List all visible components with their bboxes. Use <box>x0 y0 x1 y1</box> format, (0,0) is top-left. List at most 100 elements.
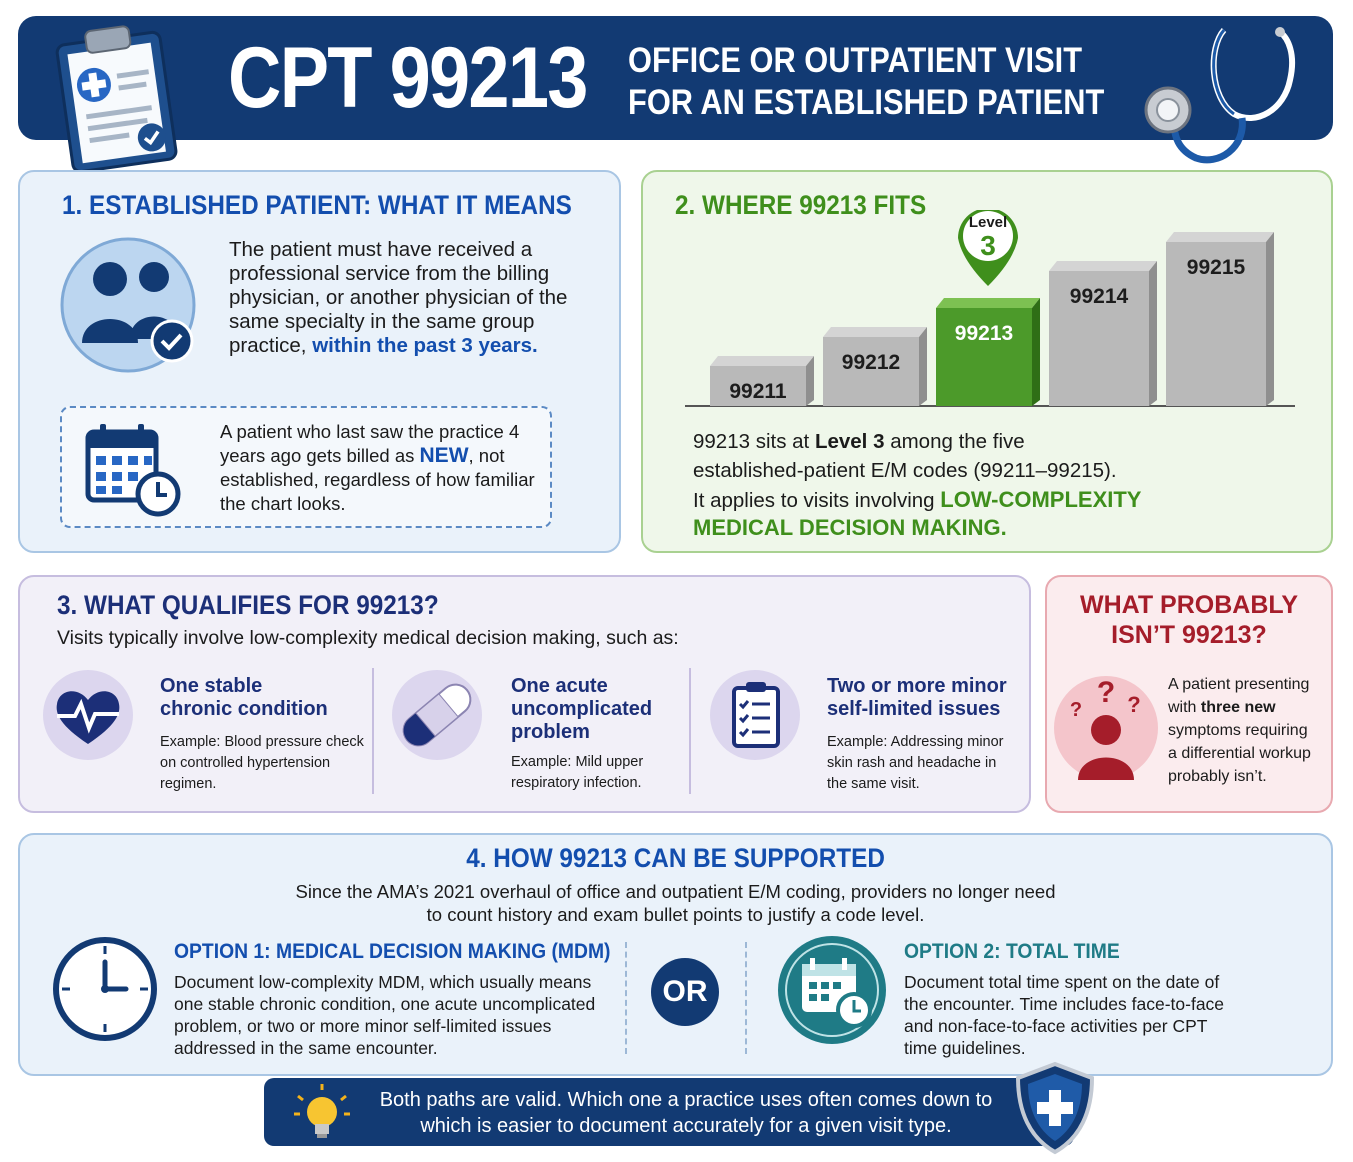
not-99213-title: WHAT PROBABLY ISN’T 99213? <box>1045 590 1333 650</box>
qualifier-title: One stable chronic condition <box>160 675 328 721</box>
qualifier-title: Two or more minor self-limited issues <box>827 675 1007 721</box>
not-99213-text: A patient presenting with three new symp… <box>1168 673 1311 788</box>
note-text: , not established, regardless of how fam… <box>220 445 535 514</box>
calendar-clock-icon <box>85 424 181 517</box>
qualifier-title-line: chronic condition <box>160 698 328 720</box>
bar-top <box>1049 261 1157 271</box>
bar-top <box>710 356 814 366</box>
qualifier-title-line: uncomplicated <box>511 698 653 720</box>
option-1-body: Document low-complexity MDM, which usual… <box>174 971 595 1059</box>
example-line: the same visit. <box>827 776 920 792</box>
confused-patient-icon: ? ? ? <box>1054 676 1158 780</box>
example-line: Example: Addressing minor <box>827 734 1004 750</box>
mdm-emphasis: MEDICAL DECISION MAKING. <box>693 515 1007 540</box>
bar-side <box>806 356 814 406</box>
section-4-title-wrap: 4. HOW 99213 CAN BE SUPPORTED <box>18 843 1333 874</box>
text-line: symptoms requiring <box>1168 722 1308 739</box>
body-line: addressed in the same encounter. <box>174 1038 438 1058</box>
qualifier-title-line: self-limited issues <box>827 698 1001 720</box>
stethoscope-icon <box>1144 27 1296 164</box>
qualifier-title: One acute uncomplicated problem <box>511 675 652 744</box>
section-3-intro: Visits typically involve low-complexity … <box>57 627 679 649</box>
qualifier-title-line: problem <box>511 721 590 743</box>
svg-text:?: ? <box>1097 676 1115 709</box>
section-1-title: 1. ESTABLISHED PATIENT: WHAT IT MEANS <box>62 190 572 220</box>
established-definition: The patient must have received a profess… <box>229 238 569 358</box>
body-line: Document low-complexity MDM, which usual… <box>174 972 592 992</box>
level-emphasis: Level 3 <box>814 430 885 453</box>
section-4-title: 4. HOW 99213 CAN BE SUPPORTED <box>466 843 885 873</box>
section-2-title: 2. WHERE 99213 FITS <box>675 190 927 220</box>
explanation-line: It applies to visits involving LOW-COMPL… <box>693 485 1313 515</box>
example-line: on controlled hypertension <box>160 755 331 771</box>
divider <box>689 668 691 794</box>
shield-cross-icon <box>1015 1061 1095 1155</box>
divider <box>372 668 374 794</box>
qualifier-example: Example: Addressing minor skin rash and … <box>827 732 1004 795</box>
divider <box>745 942 747 1054</box>
section-3-title: 3. WHAT QUALIFIES FOR 99213? <box>57 590 439 620</box>
body-line: one stable chronic condition, one acute … <box>174 994 596 1014</box>
example-line: regimen. <box>160 776 217 792</box>
how-supported-panel <box>18 833 1333 1076</box>
bar-top <box>1166 232 1274 242</box>
example-line: Example: Blood pressure check <box>160 734 364 750</box>
note-text: A patient who last saw the practice 4 ye… <box>220 421 520 466</box>
option-2-body: Document total time spent on the date of… <box>904 971 1224 1059</box>
bar-side <box>1149 261 1157 406</box>
bar-label: 99213 <box>955 322 1013 345</box>
footer-banner <box>264 1078 1074 1146</box>
body-line: and non-face-to-face activities per CPT <box>904 1016 1208 1036</box>
footer-line: Both paths are valid. Which one a practi… <box>379 1089 993 1111</box>
qualifies-panel <box>18 575 1031 813</box>
bar-top <box>936 298 1040 308</box>
established-patients-icon <box>60 237 196 373</box>
chart-bar-99212 <box>823 337 919 406</box>
header-banner <box>18 16 1333 140</box>
bar-side <box>919 327 927 406</box>
note-new: NEW <box>419 444 469 467</box>
bar-top <box>823 327 927 337</box>
footer-line: which is easier to document accurately f… <box>420 1115 952 1137</box>
mdm-emphasis: LOW-COMPLEXITY <box>940 487 1142 512</box>
example-line: skin rash and headache in <box>827 755 997 771</box>
text-fragment: with <box>1168 699 1197 716</box>
title-line: ISN’T 99213? <box>1111 621 1267 649</box>
bar-label: 99215 <box>1187 256 1246 279</box>
level-explanation: 99213 sits at Level 3 among the five est… <box>693 427 1313 541</box>
clock-icon <box>53 937 157 1041</box>
chart-bar-99215 <box>1166 242 1266 406</box>
bar-label: 99211 <box>729 380 787 403</box>
chart-bar-99213 <box>936 308 1032 406</box>
example-line: respiratory infection. <box>511 775 642 791</box>
body-line: problem, or two or more minor self-limit… <box>174 1016 552 1036</box>
checklist-icon <box>732 682 780 748</box>
text-line: a differential workup <box>1168 745 1311 762</box>
explanation-text: It applies to visits involving <box>693 489 935 512</box>
section-4-intro: Since the AMA’s 2021 overhaul of office … <box>18 880 1333 926</box>
bar-label: 99212 <box>842 351 900 374</box>
title-line: WHAT PROBABLY <box>1079 591 1299 619</box>
page-title: CPT 99213 <box>228 30 588 126</box>
intro-line: to count history and exam bullet points … <box>426 904 925 925</box>
body-line: time guidelines. <box>904 1038 1026 1058</box>
qualifier-title-line: One stable <box>160 675 263 697</box>
svg-text:?: ? <box>1127 692 1140 717</box>
or-badge: OR <box>651 958 719 1026</box>
text-line: with three new <box>1168 696 1311 719</box>
explanation-text: among the five <box>890 430 1025 453</box>
definition-text: The patient must have received a profess… <box>229 238 568 357</box>
explanation-text: 99213 sits at <box>693 430 810 453</box>
subtitle-line: FOR AN ESTABLISHED PATIENT <box>628 83 1105 122</box>
definition-highlight: within the past 3 years. <box>312 334 538 357</box>
bar-label: 99214 <box>1070 285 1129 308</box>
heartbeat-icon <box>56 691 120 744</box>
body-line: Document total time spent on the date of <box>904 972 1220 992</box>
bandage-icon <box>402 683 472 747</box>
example-line: Example: Mild upper <box>511 754 644 770</box>
explanation-line: 99213 sits at Level 3 among the five <box>693 427 1313 456</box>
intro-line: Since the AMA’s 2021 overhaul of office … <box>295 881 1056 902</box>
calendar-time-icon <box>778 936 886 1044</box>
